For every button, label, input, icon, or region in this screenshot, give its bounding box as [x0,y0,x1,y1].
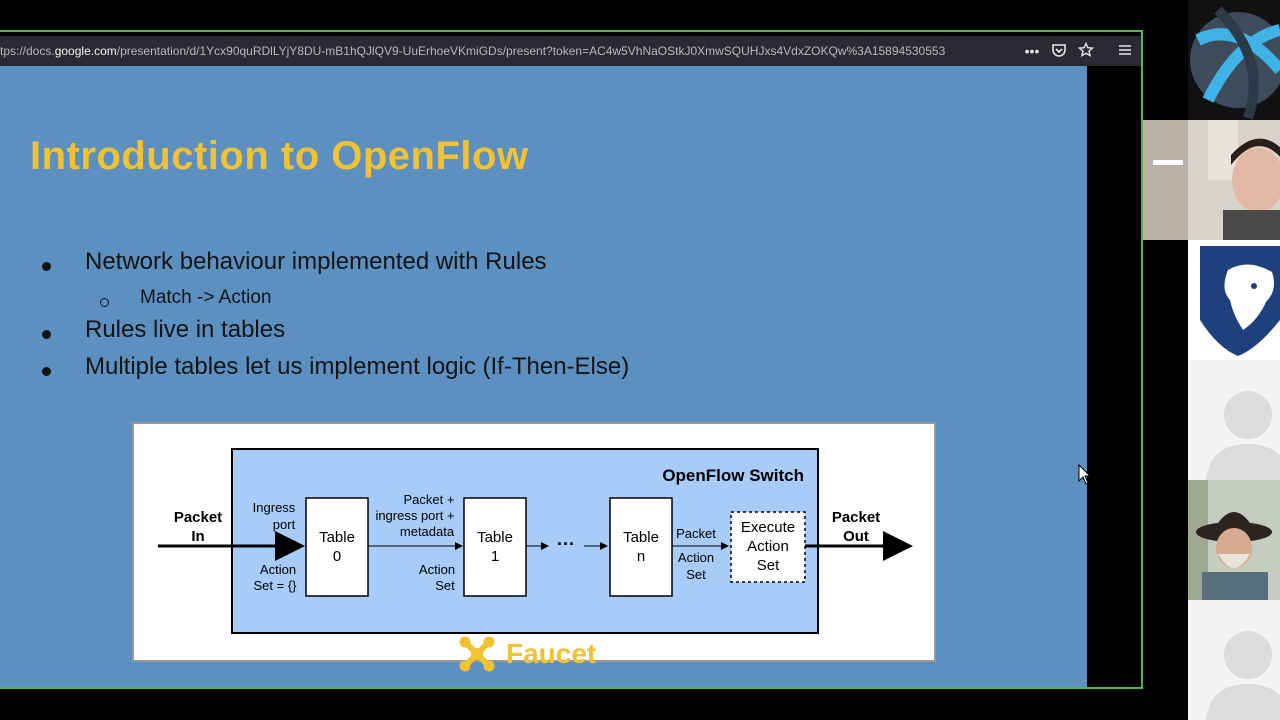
execute-label-1: Execute [741,519,795,536]
packet-meta-1: Packet + [404,492,455,507]
bullet-3: Multiple tables let us implement logic (… [85,353,630,380]
browser-url-bar[interactable]: tps://docs.google.com/presentation/d/1Yc… [0,36,1141,66]
packet-meta-3: metadata [400,524,455,539]
table-1-label-1: Table [477,529,513,546]
url-text[interactable]: tps://docs.google.com/presentation/d/1Yc… [0,36,1020,66]
bullet-dot [42,367,51,376]
slide-title: Introduction to OpenFlow [30,134,529,178]
url-prefix: tps://docs. [0,44,55,58]
ellipsis: ··· [557,534,575,554]
user-avatar-icon [1206,391,1280,480]
execute-label-3: Set [757,557,780,574]
participant-2-video-feed [1143,120,1280,240]
url-path: /presentation/d/1Ycx90quRDlLYjY8DU-mB1hQ… [116,44,946,58]
bullet-1: Network behaviour implemented with Rules [85,248,547,275]
packet-out-label-1: Packet [832,509,880,526]
participant-1-logo-icon [1190,6,1280,120]
packet-in-label-1: Packet [174,509,222,526]
table-n-label-2: n [637,548,645,565]
action-set2-label-1: Action [678,550,714,565]
participant-4-avatar-tile[interactable] [1188,360,1280,480]
participant-3-psu-logo-tile[interactable] [1188,240,1280,360]
table-1-box [463,497,527,597]
table-n-label-1: Table [623,529,659,546]
sub-bullet-1: Match -> Action [140,287,272,308]
table-0-label-2: 0 [333,548,341,565]
participant-2-video-tile[interactable] [1143,120,1280,240]
penn-state-shield-icon [1200,246,1280,356]
table-n-box [609,497,673,597]
execute-label-2: Action [747,538,789,555]
more-icon[interactable]: ••• [1024,43,1040,59]
action-set-empty-2: Set = {} [253,578,297,593]
switch-label: OpenFlow Switch [662,466,804,485]
bullet-dot [42,330,51,339]
bullet-dot [42,262,51,271]
action-set-label-1: Action [419,562,455,577]
packet-out-label-2: Out [843,528,869,545]
execute-action-set-box [730,511,806,583]
participant-6-avatar-tile[interactable] [1188,600,1280,720]
mouse-cursor-icon [1078,464,1092,485]
action-set-empty-1: Action [260,562,296,577]
faucet-logo-text: Faucet [506,638,597,669]
action-set2-label-2: Set [686,567,706,582]
ingress-label-1: Ingress [253,500,296,515]
bullet-2: Rules live in tables [85,316,286,343]
packet-meta-2: ingress port + [375,508,454,523]
pocket-icon[interactable] [1050,42,1068,60]
ingress-label-2: port [273,517,296,532]
packet-label: Packet [676,526,716,541]
openflow-pipeline-diagram: OpenFlow Switch Packet In Ingress port A… [132,422,936,662]
sub-bullet-dot [100,298,109,307]
participant-5-video-tile[interactable] [1188,480,1280,600]
table-0-box [305,497,369,597]
faucet-logo: Faucet [458,632,596,676]
url-domain: google.com [54,44,117,58]
participant-5-video-feed [1188,480,1280,600]
bookmark-star-icon[interactable] [1077,41,1095,60]
presentation-slide: Introduction to OpenFlow Network behavio… [0,66,1087,687]
shared-screen-window: tps://docs.google.com/presentation/d/1Yc… [0,30,1143,689]
table-1-label-2: 1 [491,548,499,565]
packet-in-label-2: In [191,528,204,545]
menu-icon[interactable] [1116,42,1134,60]
participant-1-logo-tile[interactable] [1188,0,1280,120]
faucet-logo-icon [459,636,495,672]
table-0-label-1: Table [319,529,355,546]
action-set-label-2: Set [435,578,455,593]
slide-margin [1087,66,1141,687]
user-avatar-icon [1206,631,1280,720]
